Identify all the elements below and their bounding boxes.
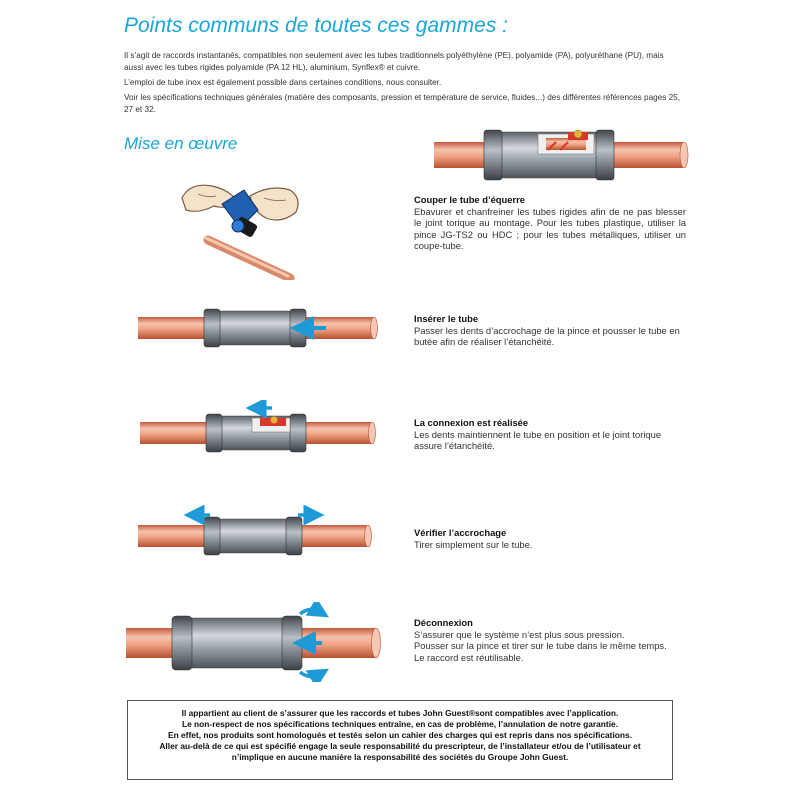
intro-text: Il s’agit de raccords instantanés, compa… [124,50,684,119]
step-text: Les dents maintiennent le tube en positi… [414,428,662,452]
insert-tube-illustration [138,308,378,348]
notice-line: Il appartient au client de s’assurer que… [181,708,619,718]
fitting-cutaway-illustration [434,129,689,181]
step-disconnect: Déconnexion S’assurer que le système n’e… [414,617,686,663]
notice-line: Le non-respect de nos spécifications tec… [181,719,619,729]
intro-paragraph: Il s’agit de raccords instantanés, compa… [124,51,664,72]
step-text: Passer les dents d’accrochage de la pinc… [414,324,680,348]
step-title: La connexion est réalisée [414,417,529,428]
notice-line: Aller au-delà de ce qui est spécifié eng… [159,741,641,751]
notice-line: n’implique en aucune manière la responsa… [231,752,569,762]
step-text: Le raccord est réutilisable. [414,651,524,663]
step-title: Couper le tube d’équerre [414,194,525,205]
step-title: Insérer le tube [414,313,479,324]
step-insert: Insérer le tube Passer les dents d’accro… [414,313,686,348]
disconnect-arrow-icon [298,602,330,618]
connection-illustration [140,400,376,453]
step-verify: Vérifier l’accrochage Tirer simplement s… [414,527,686,550]
step-text: Ebavurer et chanfreiner les tubes rigide… [414,205,686,252]
pipe-cutter-hands-illustration [181,184,299,280]
step-connected: La connexion est réalisée Les dents main… [414,417,686,452]
warranty-notice: Il appartient au client de s’assurer que… [127,700,673,780]
step-text: S’assurer que le système n’est plus sous… [414,628,625,640]
page-title: Points communs de toutes ces gammes : [124,14,508,37]
step-title: Vérifier l’accrochage [414,527,507,538]
intro-paragraph: Voir les spécifications techniques génér… [124,93,680,114]
step-text: Pousser sur la pince et tirer sur le tub… [414,640,667,651]
step-cut: Couper le tube d’équerre Ebavurer et cha… [414,194,686,252]
step-text: Tirer simplement sur le tube. [414,538,533,550]
intro-paragraph: L’emploi de tube inox est également poss… [124,78,442,87]
step-title: Déconnexion [414,617,473,628]
disconnect-illustration [126,602,381,682]
notice-line: En effet, nos produits sont homologués e… [168,730,632,740]
disconnect-arrow-icon [298,668,330,682]
verify-illustration [138,505,372,556]
section-title: Mise en œuvre [124,134,238,153]
